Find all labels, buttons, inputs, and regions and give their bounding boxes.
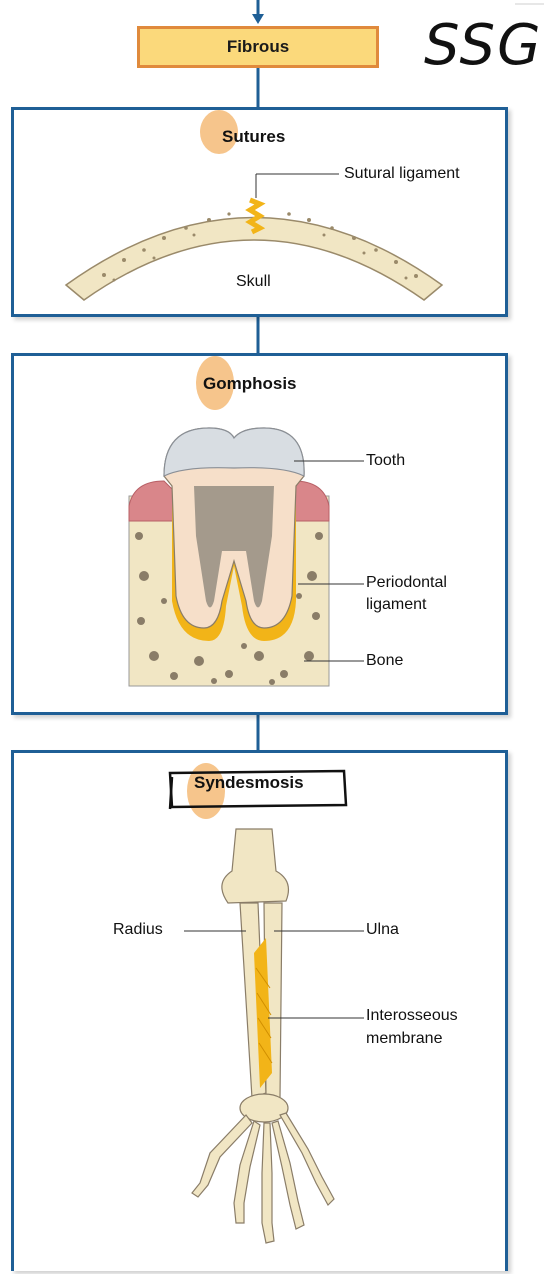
ulna-label: Ulna — [366, 921, 399, 939]
fibrous-header: Fibrous — [137, 26, 379, 68]
sutural-ligament-label: Sutural ligament — [344, 165, 460, 183]
membrane-label-1: Interosseous — [366, 1007, 458, 1025]
skull-label: Skull — [236, 273, 271, 291]
periodontal-label-1: Periodontal — [366, 574, 447, 592]
tooth-label: Tooth — [366, 452, 405, 470]
fibrous-header-label: Fibrous — [227, 37, 289, 57]
sutures-panel: Sutures Sutural ligament Skull — [11, 107, 508, 317]
down-arrow-icon — [252, 14, 264, 24]
membrane-label-2: membrane — [366, 1030, 442, 1048]
syndesmosis-panel: Syndesmosis Radius Ulna Interosseous mem… — [11, 750, 508, 1271]
bone-label: Bone — [366, 652, 403, 670]
gomphosis-panel: Gomphosis Tooth Periodontal ligament Bon… — [11, 353, 508, 715]
svg-text:SSG: SSG — [424, 13, 543, 76]
tooth-illustration — [14, 356, 511, 718]
radius-label: Radius — [113, 921, 163, 939]
handwritten-note: SSG — [420, 6, 544, 76]
periodontal-label-2: ligament — [366, 596, 426, 614]
syndesmosis-title: Syndesmosis — [194, 773, 304, 793]
